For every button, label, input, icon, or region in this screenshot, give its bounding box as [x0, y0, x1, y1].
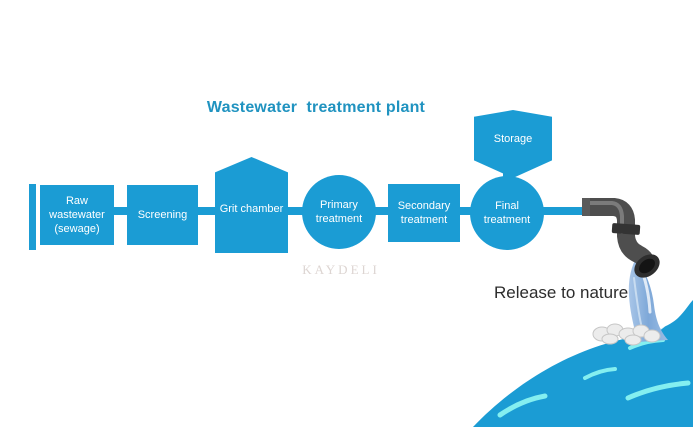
connector — [374, 207, 390, 215]
release-to-nature-label: Release to nature — [494, 283, 629, 302]
stage-label: Secondary treatment — [397, 199, 451, 226]
foam-splash — [592, 323, 661, 346]
pipe-icon — [582, 198, 660, 278]
stage-secondary-treatment: Secondary treatment — [388, 184, 460, 242]
connector — [458, 207, 472, 215]
stage-label: Grit chamber — [219, 202, 284, 215]
stage-primary-treatment: Primary treatment — [302, 175, 376, 249]
stage-raw-wastewater: Raw wastewater (sewage) — [40, 185, 114, 245]
stage-grit-chamber: Grit chamber — [215, 157, 288, 253]
wave-graphic — [473, 300, 693, 427]
storage-tank: Storage — [474, 110, 552, 178]
stage-label: Primary treatment — [315, 198, 363, 225]
stage-final-treatment: Final treatment — [470, 176, 544, 250]
kaydeli-watermark: KAYDELI — [302, 262, 380, 277]
stage-label: Final treatment — [483, 199, 531, 226]
connector — [112, 207, 129, 215]
connector — [542, 207, 592, 215]
storage-connector — [503, 172, 512, 184]
storage-label: Storage — [493, 132, 533, 145]
connector — [286, 207, 304, 215]
stage-label: Raw wastewater (sewage) — [49, 194, 105, 236]
edge-strip-shape — [29, 184, 36, 250]
connector — [196, 207, 217, 215]
stage-label: Screening — [137, 208, 188, 221]
stage-screening: Screening — [127, 185, 198, 245]
page-title: Wastewater treatment plant — [206, 99, 426, 116]
